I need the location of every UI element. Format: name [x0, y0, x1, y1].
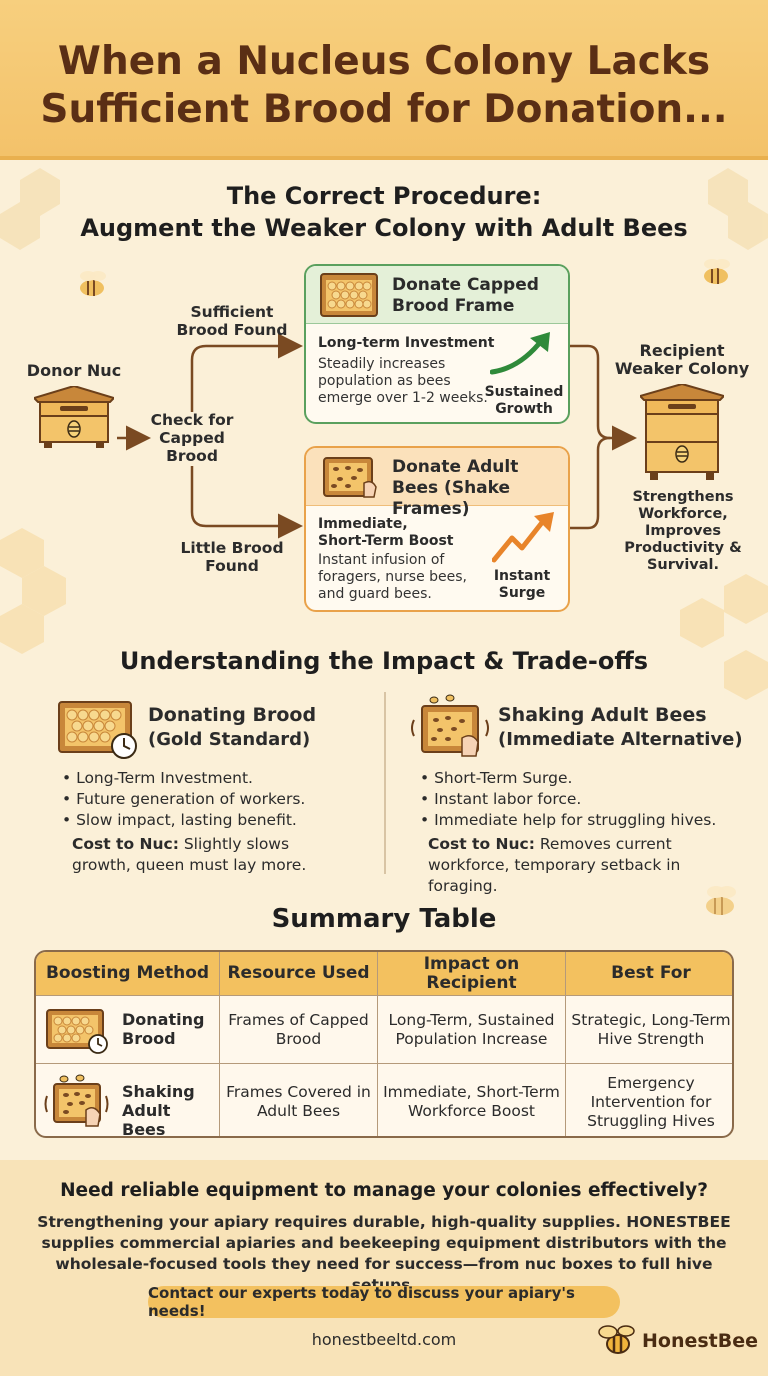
cost-text: Slightly slows growth, queen must lay mo…	[72, 835, 307, 874]
table-header-row: Boosting Method Resource Used Impact on …	[36, 952, 732, 996]
procedure-heading-line2: Augment the Weaker Colony with Adult Bee…	[80, 214, 688, 242]
donor-hive-icon	[34, 386, 114, 448]
donor-label: Donor Nuc	[26, 361, 122, 380]
impact-heading: Understanding the Impact & Trade-offs	[119, 647, 649, 675]
summary-table: Boosting Method Resource Used Impact on …	[34, 950, 734, 1138]
list-item: Long-Term Investment.	[62, 768, 305, 789]
contact-cta-button[interactable]: Contact our experts today to discuss you…	[148, 1284, 620, 1320]
brood-card-tag: Sustained Growth	[484, 384, 564, 417]
shake-title2: (Immediate Alternative)	[498, 729, 743, 750]
column-header: Impact on Recipient	[378, 952, 566, 995]
sufficient-arrow	[190, 333, 303, 412]
brood-bullets: Long-Term Investment. Future generation …	[62, 768, 305, 831]
bees-card-title: Donate Adult Bees (Shake Frames)	[392, 457, 519, 519]
brood-frame-icon	[320, 273, 378, 317]
table-row: Donating Brood Frames of Capped Brood Lo…	[36, 996, 732, 1064]
shake-cost: Cost to Nuc: Removes current workforce, …	[428, 834, 748, 897]
footer-question: Need reliable equipment to manage your c…	[60, 1180, 708, 1201]
recipient-label: Recipient Weaker Colony	[614, 341, 750, 378]
website-link[interactable]: honestbeeltd.com	[311, 1330, 457, 1349]
check-label: Check for Capped Brood	[150, 411, 234, 465]
table-cell: Emergency Intervention for Struggling Hi…	[587, 1073, 715, 1130]
brood-clock-icon	[58, 701, 137, 759]
method-label: Donating Brood	[122, 1010, 205, 1048]
brood-title1: Donating Brood	[148, 704, 317, 726]
table-cell: Frames Covered in Adult Bees	[220, 1064, 378, 1136]
brood-frame-icon	[46, 1009, 108, 1054]
bees-card-tag: Instant Surge	[493, 568, 551, 601]
method-label: Shaking Adult Bees	[122, 1082, 195, 1138]
surge-arrow-icon	[492, 512, 554, 563]
recipient-note: Strengthens Workforce, Improves Producti…	[624, 489, 742, 573]
shaking-frame-icon	[44, 1074, 109, 1127]
title-banner: When a Nucleus Colony Lacks Sufficient B…	[0, 0, 768, 160]
list-item: Immediate help for struggling hives.	[420, 810, 716, 831]
shake-title1: Shaking Adult Bees	[498, 704, 707, 726]
column-header: Boosting Method	[36, 952, 220, 995]
list-item: Slow impact, lasting benefit.	[62, 810, 305, 831]
shaking-frame-icon	[323, 457, 377, 498]
column-header: Best For	[611, 963, 691, 983]
growth-arrow-icon	[490, 332, 550, 375]
brood-card-desc: Steadily increases population as bees em…	[318, 356, 488, 406]
column-header: Resource Used	[220, 952, 378, 995]
list-item: Short-Term Surge.	[420, 768, 716, 789]
table-row: Shaking Adult Bees Frames Covered in Adu…	[36, 1064, 732, 1138]
table-cell: Immediate, Short-Term Workforce Boost	[378, 1064, 566, 1136]
brood-card-sub: Long-term Investment	[318, 335, 495, 351]
cost-label: Cost to Nuc:	[428, 835, 535, 853]
shaking-bees-icon	[411, 694, 489, 757]
shake-bullets: Short-Term Surge. Instant labor force. I…	[420, 768, 716, 831]
bees-card-sub: Immediate, Short-Term Boost	[318, 516, 454, 549]
table-cell: Frames of Capped Brood	[220, 996, 378, 1063]
recipient-hive-icon	[640, 384, 724, 480]
brood-title2: (Gold Standard)	[148, 729, 311, 750]
brand-logo: HonestBee	[596, 1322, 759, 1362]
footer: Need reliable equipment to manage your c…	[0, 1160, 768, 1376]
donate-bees-card: Donate Adult Bees (Shake Frames) Immedia…	[304, 446, 570, 612]
cost-label: Cost to Nuc:	[72, 835, 179, 853]
brand-name: HonestBee	[642, 1330, 759, 1352]
table-cell: Long-Term, Sustained Population Increase	[378, 996, 566, 1063]
little-arrow	[190, 466, 303, 539]
donate-brood-card: Donate Capped Brood Frame Long-term Inve…	[304, 264, 570, 424]
brood-card-title: Donate Capped Brood Frame	[392, 275, 539, 316]
table-cell: Strategic, Long-Term Hive Strength	[571, 1010, 731, 1048]
bee-logo-icon	[598, 1325, 635, 1354]
list-item: Future generation of workers.	[62, 789, 305, 810]
little-label: Little Brood Found	[180, 539, 284, 575]
footer-paragraph: Strengthening your apiary requires durab…	[37, 1213, 731, 1294]
table-cell-method: Shaking Adult Bees	[36, 1064, 220, 1138]
page-title: When a Nucleus Colony Lacks Sufficient B…	[40, 39, 728, 132]
impact-divider	[384, 692, 386, 874]
cost-text: Removes current workforce, temporary set…	[428, 835, 681, 895]
bees-card-desc: Instant infusion of foragers, nurse bees…	[318, 552, 467, 602]
summary-heading: Summary Table	[271, 904, 497, 934]
list-item: Instant labor force.	[420, 789, 716, 810]
bees-to-recipient-arrow	[570, 436, 611, 530]
table-cell-method: Donating Brood	[36, 996, 220, 1063]
procedure-heading-line1: The Correct Procedure:	[226, 182, 542, 210]
sufficient-label: Sufficient Brood Found	[176, 303, 288, 339]
brood-cost: Cost to Nuc: Slightly slows growth, quee…	[72, 834, 352, 876]
